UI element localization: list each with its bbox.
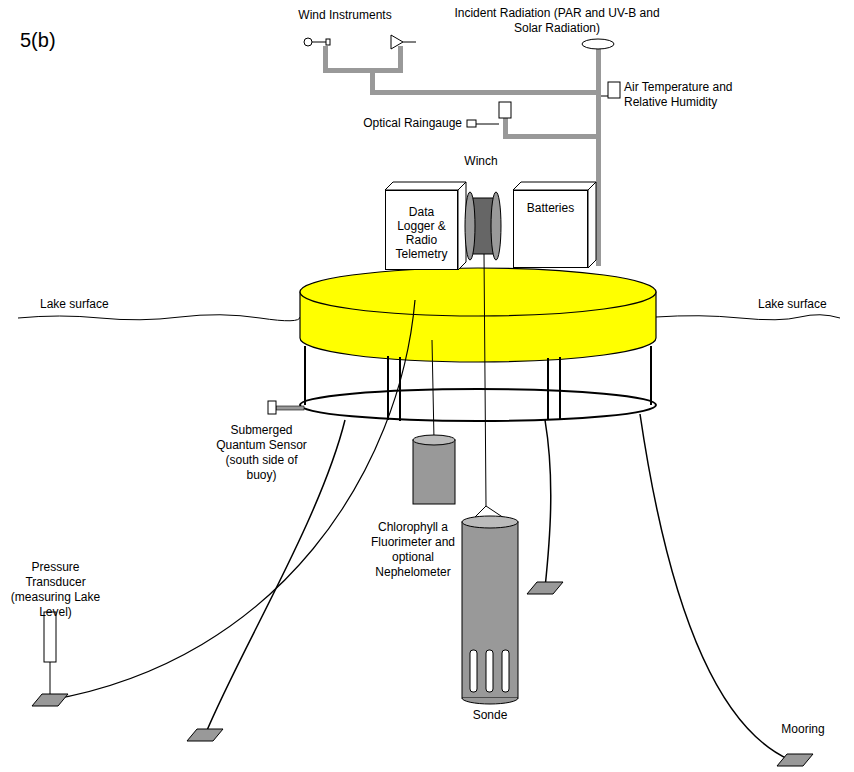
lake-surface-line	[656, 315, 840, 320]
box-depth	[513, 182, 596, 190]
fluorimeter	[413, 440, 455, 504]
anchor	[187, 729, 223, 741]
raingauge-sensor	[467, 120, 476, 127]
buoy-deck	[300, 268, 656, 316]
sonde	[462, 516, 518, 528]
pressure-transducer	[44, 612, 56, 662]
sonde-slot	[486, 650, 493, 692]
lake-surface-line	[18, 315, 300, 321]
transducer-cable	[50, 300, 415, 700]
part-label: Winch	[456, 154, 506, 169]
raingauge-arm	[476, 124, 499, 125]
sonde	[462, 698, 518, 704]
buoy-leg	[304, 346, 306, 405]
part-label: Submerged Quantum Sensor (south side of …	[214, 423, 309, 483]
winch-flange	[491, 192, 501, 260]
instrument-box: Data Logger & Radio Telemetry	[385, 190, 458, 270]
part-label: Incident Radiation (PAR and UV-B and Sol…	[452, 6, 662, 36]
buoy-leg	[559, 357, 561, 419]
buoy-leg	[547, 358, 549, 420]
buoy-leg	[387, 356, 389, 420]
winch-flange	[465, 192, 475, 260]
wind-vane	[403, 42, 416, 43]
fluorimeter	[413, 435, 455, 445]
anchor	[527, 582, 563, 594]
instrument-box: Batteries	[513, 190, 588, 268]
sonde-slot	[502, 650, 509, 692]
mooring-line	[545, 420, 551, 588]
wind-arm	[323, 68, 403, 73]
raingauge-arm	[503, 134, 598, 139]
box-depth	[385, 182, 466, 190]
part-label: Lake surface	[40, 297, 130, 312]
quantum-sensor-arm	[276, 406, 304, 410]
buoy-leg	[650, 346, 652, 405]
anemometer	[326, 39, 330, 45]
raingauge-head	[499, 102, 511, 118]
winch-cable	[484, 254, 486, 506]
part-label: Lake surface	[758, 297, 848, 312]
instrument-cable	[432, 340, 434, 440]
part-label: Wind Instruments	[290, 8, 400, 23]
buoy-ring	[300, 389, 656, 421]
air-temp-arm	[601, 96, 608, 97]
box-label: Batteries	[517, 201, 584, 215]
quantum-sensor	[268, 401, 276, 414]
part-label: Air Temperature and Relative Humidity	[624, 80, 746, 110]
box-label: Data Logger & Radio Telemetry	[389, 205, 454, 261]
sonde-slot	[470, 650, 477, 692]
part-label: Mooring	[768, 722, 838, 737]
mooring-line	[205, 420, 345, 735]
buoy-legs	[305, 346, 651, 421]
mast	[596, 44, 601, 266]
anemometer	[304, 38, 312, 46]
wind-arm	[370, 90, 598, 95]
box-depth	[588, 182, 596, 268]
mooring-line	[640, 414, 790, 760]
part-label: Chlorophyll a Fluorimeter and optional N…	[368, 520, 458, 580]
sonde	[462, 522, 518, 698]
air-temp-sensor	[608, 82, 620, 98]
part-label: Optical Raingauge	[356, 116, 462, 131]
part-label: 5(b)	[20, 28, 80, 52]
part-label: Pressure Transducer (measuring Lake Leve…	[8, 560, 103, 620]
wind-vane	[391, 35, 403, 49]
anchor	[32, 694, 68, 706]
anchor	[777, 754, 813, 766]
buoy-leg	[399, 357, 401, 421]
radiation-sensor-disc	[582, 39, 614, 49]
part-label: Sonde	[465, 708, 515, 723]
